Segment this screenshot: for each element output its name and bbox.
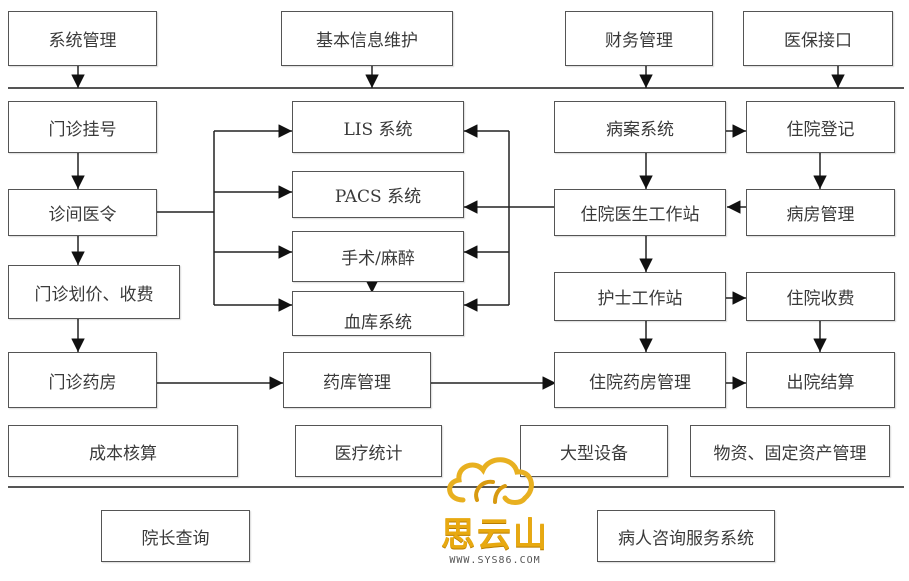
box-lis[interactable]: LIS 系统: [292, 101, 464, 153]
watermark-name: 思云山: [441, 515, 549, 555]
box-outpatient-billing[interactable]: 门诊划价、收费: [8, 265, 180, 319]
box-insurance[interactable]: 医保接口: [743, 11, 893, 66]
box-director-query[interactable]: 院长查询: [101, 510, 250, 562]
box-basic-info[interactable]: 基本信息维护: [281, 11, 453, 66]
box-outpatient-registration[interactable]: 门诊挂号: [8, 101, 157, 153]
box-patient-consultation[interactable]: 病人咨询服务系统: [597, 510, 775, 562]
cloud-icon: [447, 457, 534, 505]
box-discharge[interactable]: 出院结算: [746, 352, 895, 408]
watermark-logo: 思云山 WWW.SYS86.COM: [425, 452, 565, 577]
box-cost-accounting[interactable]: 成本核算: [8, 425, 238, 477]
box-nurse-station[interactable]: 护士工作站: [554, 272, 726, 321]
box-outpatient-pharmacy[interactable]: 门诊药房: [8, 352, 157, 408]
box-blood-bank[interactable]: 血库系统: [292, 291, 464, 336]
box-finance[interactable]: 财务管理: [565, 11, 713, 66]
box-medical-records[interactable]: 病案系统: [554, 101, 726, 153]
box-ward[interactable]: 病房管理: [746, 189, 895, 236]
box-asset-management[interactable]: 物资、固定资产管理: [690, 425, 890, 477]
box-large-equipment[interactable]: 大型设备: [520, 425, 668, 477]
box-doctor-station[interactable]: 住院医生工作站: [554, 189, 726, 236]
box-inpatient-pharmacy[interactable]: 住院药房管理: [554, 352, 726, 408]
box-system-management[interactable]: 系统管理: [8, 11, 157, 66]
box-drug-store[interactable]: 药库管理: [283, 352, 431, 408]
box-outpatient-orders[interactable]: 诊间医令: [8, 189, 157, 236]
box-admission[interactable]: 住院登记: [746, 101, 895, 153]
watermark-url: WWW.SYS86.COM: [449, 555, 541, 566]
box-medical-statistics[interactable]: 医疗统计: [295, 425, 442, 477]
box-inpatient-billing[interactable]: 住院收费: [746, 272, 895, 321]
box-surgery[interactable]: 手术/麻醉: [292, 231, 464, 282]
box-pacs[interactable]: PACS 系统: [292, 171, 464, 218]
